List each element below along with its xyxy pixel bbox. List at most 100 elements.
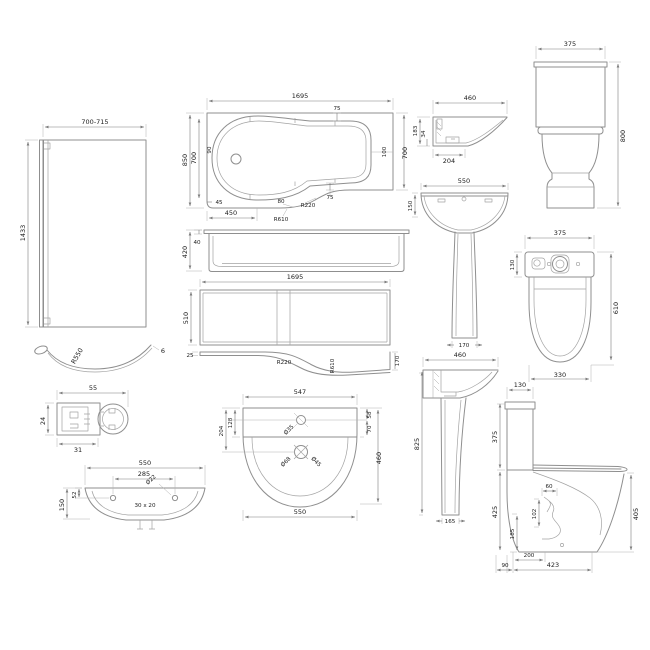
ts-cistern-label: 130 <box>514 381 526 389</box>
bath-rim-outer <box>211 115 372 201</box>
ts-90-label: 90 <box>501 563 509 569</box>
bath-tub-inner <box>212 236 400 267</box>
ts-375-label: 375 <box>491 431 499 443</box>
basin-side-outline <box>432 116 508 147</box>
basin-rear-outline <box>84 487 206 521</box>
ts-185-label: 185 <box>510 528 516 539</box>
basin-rear-width-label: 550 <box>139 459 151 467</box>
seat-plan <box>533 277 587 357</box>
basin-plan-view: 547 204 128 58 70 460 550 Ø35 Ø68 Ø45 <box>219 388 383 521</box>
bath-height-label: 420 <box>181 246 189 258</box>
profile-ext <box>45 390 129 447</box>
bath-left-inner-label: 700 <box>190 152 198 164</box>
toilet-plan-width-label: 375 <box>554 229 566 237</box>
ped-base-label: 165 <box>445 519 456 525</box>
basin-side-ext <box>417 100 508 158</box>
bath-100-label: 100 <box>382 146 388 157</box>
taphole-front <box>461 196 467 202</box>
toilet-front-view: 375 800 <box>533 40 627 209</box>
panel-r220-label: R220 <box>277 360 292 366</box>
screen-curve-plan: 6 R550 <box>34 344 165 373</box>
cistern-side <box>506 408 534 471</box>
bath-side-ext <box>186 229 202 272</box>
bath-right-label: 700 <box>401 147 409 159</box>
bowl-side-outline <box>506 469 625 553</box>
tap-leader <box>287 412 367 434</box>
bath-rim-label: 40 <box>193 240 201 246</box>
basin-depth-label: 460 <box>464 94 476 102</box>
pedestal-facets <box>455 233 474 337</box>
basin-plan-top-label: 547 <box>294 388 306 396</box>
ts-405-label: 405 <box>632 508 640 520</box>
flush-button-frame <box>550 254 570 274</box>
bowl-plan <box>528 276 592 363</box>
profile-width-label: 55 <box>89 384 97 392</box>
bath-side-view: 40 420 <box>181 229 410 272</box>
toilet-side-view: 130 375 425 185 60 102 405 200 90 423 <box>491 381 640 573</box>
seat-front <box>537 126 604 135</box>
bath-length-label: 1695 <box>292 92 309 100</box>
ped-basin-hatch <box>432 370 440 398</box>
basin-plan-70-label: 70 <box>367 425 373 433</box>
flush-button-outer <box>552 256 568 272</box>
basin-rear-slot-label: 30 x 20 <box>134 503 156 509</box>
basin-plan-204-label: 204 <box>219 425 225 436</box>
basin-plan-bottom-label: 550 <box>294 508 306 516</box>
toilet-front-ext <box>535 46 621 209</box>
curve-handle <box>34 345 48 355</box>
basin-front-ext <box>412 183 509 348</box>
bowl-front-lines <box>547 172 594 188</box>
curve-leader <box>152 345 160 351</box>
basin-204-label: 204 <box>443 157 455 165</box>
basin-front-height-label: 150 <box>408 200 414 211</box>
profile-roller-detail <box>100 408 116 430</box>
bath-r610-label: R610 <box>274 217 289 223</box>
panel-r610-label: R610 <box>330 358 336 373</box>
panel-trim-right-label: 170 <box>395 355 401 366</box>
fixing-hole-right <box>171 494 179 502</box>
toilet-plan-view: 375 130 610 330 <box>510 229 620 382</box>
pedestal-front <box>451 231 478 339</box>
wall-profile-section: 55 24 31 <box>39 384 129 454</box>
ped-basin-outline <box>422 369 499 399</box>
bowl-front <box>541 133 600 209</box>
basin-plan-128-label: 128 <box>228 417 234 428</box>
bowl-side-front <box>532 471 602 536</box>
shower-screen-front-view: 700-715 1433 <box>19 118 147 328</box>
basin-front-view: 550 150 170 <box>408 177 509 349</box>
cistern-slot <box>531 257 546 270</box>
cistern-hole-right <box>575 261 581 267</box>
profile-roller-inner <box>102 408 124 430</box>
basin-plan-ext <box>222 394 382 521</box>
cistern-slot-hole <box>533 259 541 267</box>
bath-rim-line <box>203 229 410 234</box>
basin-rear-drop-label: 52 <box>72 491 78 498</box>
overflow-right <box>484 198 493 203</box>
bath-panel-front-view: 1695 510 25 R220 R610 170 <box>182 273 401 376</box>
profile-roller-outer <box>97 403 129 435</box>
screen-brackets <box>44 142 51 325</box>
trapway <box>542 496 561 540</box>
waste-outer-label: Ø68 <box>279 455 292 468</box>
panel-trim-ext <box>192 351 398 371</box>
basin-bowl-inner <box>251 436 349 497</box>
basin-rear-view: 550 285 52 150 Ø22 30 x 20 <box>58 459 206 530</box>
bath-90-label: 90 <box>207 146 213 154</box>
panel-trim-curve <box>199 351 391 376</box>
basin-rear-inner <box>91 490 199 516</box>
cistern-lid <box>533 61 608 68</box>
basin-front-inner <box>423 195 506 231</box>
panel-detail <box>202 290 388 345</box>
waste-cross <box>293 444 309 460</box>
pedestal-outline <box>440 397 467 516</box>
pedestal-inner <box>444 399 462 514</box>
basin-side-view: 460 183 34 204 <box>413 94 508 165</box>
curve-radius-label: R550 <box>70 347 85 366</box>
bath-top75-label: 75 <box>333 106 341 112</box>
profile-height-label: 24 <box>39 417 47 425</box>
pedestal-width-label: 170 <box>459 343 470 349</box>
ped-depth-label: 460 <box>454 351 466 359</box>
panel-height-label: 510 <box>182 312 190 324</box>
profile-body <box>56 402 101 436</box>
